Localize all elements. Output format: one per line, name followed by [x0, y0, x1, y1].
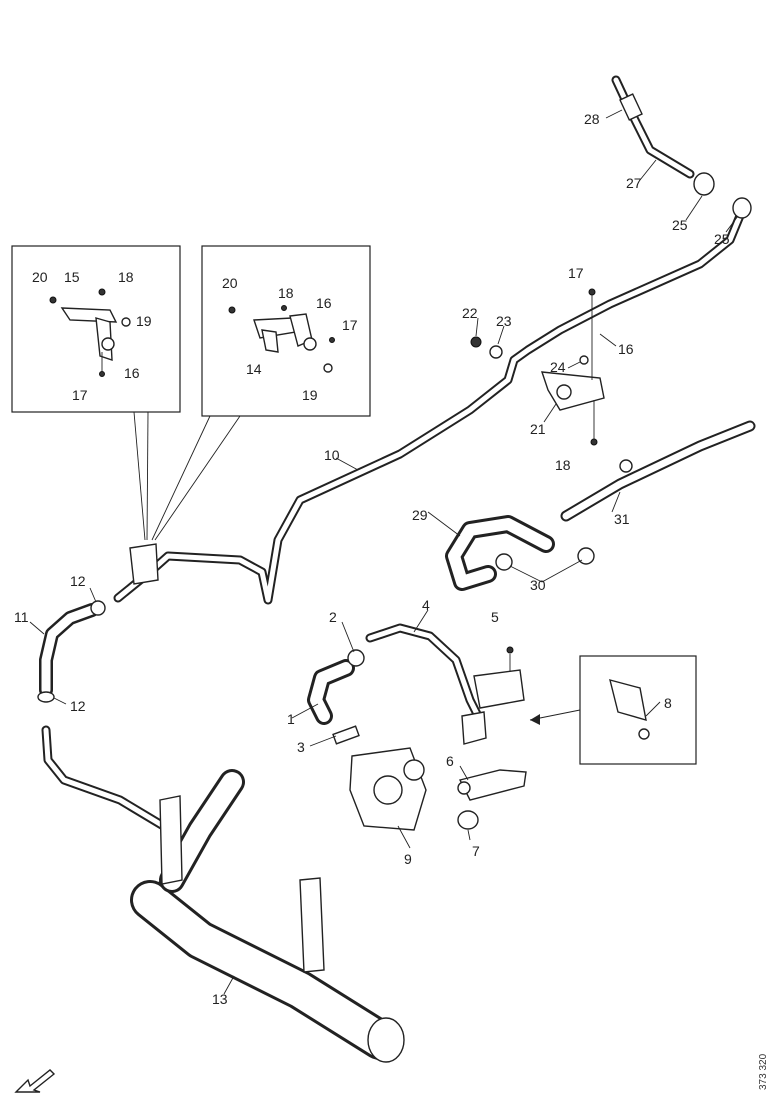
- callout-label: 3: [297, 739, 305, 755]
- nut-22: [470, 336, 482, 348]
- fitting-3: [332, 725, 360, 745]
- clamp-12-lower: [37, 691, 55, 703]
- pipe-10: [113, 201, 749, 605]
- callout-label: 2: [329, 609, 337, 625]
- callout-label: 4: [422, 597, 430, 613]
- callout-label: 30: [530, 577, 546, 593]
- hose-11: [39, 603, 99, 697]
- callout-label: 17: [72, 387, 88, 403]
- bolt-17-right: [588, 288, 596, 380]
- inset-right-bracket: [609, 679, 650, 740]
- bracket-5-assembly: [461, 646, 525, 745]
- callout-label: 19: [302, 387, 318, 403]
- callout-label: 22: [462, 305, 478, 321]
- pipe-13: [41, 725, 181, 895]
- inset-right-pointer: [529, 709, 581, 725]
- screw-24: [579, 355, 589, 365]
- callout-label: 12: [70, 573, 86, 589]
- hose-29: [445, 515, 555, 591]
- fitting-28: [619, 93, 643, 121]
- callout-label: 20: [222, 275, 238, 291]
- drawing-code: 373 320: [758, 1053, 769, 1090]
- bushing-7: [457, 810, 479, 830]
- grommet-25: [693, 172, 715, 196]
- callout-label: 18: [555, 457, 571, 473]
- callout-label: 17: [342, 317, 358, 333]
- callout-label: 31: [614, 511, 630, 527]
- callout-label: 25: [714, 231, 730, 247]
- callout-label: 12: [70, 698, 86, 714]
- callout-label: 17: [568, 265, 584, 281]
- callout-label: 19: [136, 313, 152, 329]
- clamp-30-left: [495, 553, 513, 571]
- callout-label: 6: [446, 753, 454, 769]
- callout-label: 16: [124, 365, 140, 381]
- callout-label: 7: [472, 843, 480, 859]
- pipe-4: [365, 623, 485, 725]
- bracket-21: [540, 371, 605, 411]
- callout-label: 10: [324, 447, 340, 463]
- callout-label: 29: [412, 507, 428, 523]
- callout-label: 1: [287, 711, 295, 727]
- callout-label: 11: [14, 609, 29, 625]
- exhaust-pipe-13: [130, 769, 405, 1063]
- inset-middle-bracket-assembly: [228, 305, 335, 373]
- thermostat-housing-9: [349, 747, 427, 831]
- pipe-31: [560, 420, 756, 522]
- clamp-2: [347, 649, 365, 667]
- bracket-6: [457, 769, 527, 801]
- clamp-12-upper: [90, 600, 106, 616]
- callout-label: 9: [404, 851, 412, 867]
- callout-label: 16: [618, 341, 634, 357]
- inset-box-left: [11, 245, 181, 413]
- clamp-30-right: [577, 547, 595, 565]
- callout-label: 23: [496, 313, 512, 329]
- callout-label: 18: [118, 269, 134, 285]
- callout-label: 24: [550, 359, 566, 375]
- clip-16: [619, 459, 633, 473]
- leader-lines: [29, 109, 739, 995]
- callout-label: 18: [278, 285, 294, 301]
- inset-left-bracket-assembly: [49, 288, 131, 377]
- nut-18-right: [590, 400, 598, 446]
- pipe-27: [611, 75, 695, 179]
- callout-label: 20: [32, 269, 48, 285]
- callout-label: 27: [626, 175, 642, 191]
- clamp-bracket-14: [129, 543, 159, 585]
- callout-label: 15: [64, 269, 80, 285]
- inset-pointer-lines: [133, 411, 241, 541]
- callout-label: 25: [672, 217, 688, 233]
- callout-label: 5: [491, 609, 499, 625]
- callout-label: 8: [664, 695, 672, 711]
- callout-label: 28: [584, 111, 600, 127]
- washer-23: [489, 345, 503, 359]
- callout-label: 14: [246, 361, 262, 377]
- direction-arrow-icon: [14, 1069, 56, 1093]
- hose-1: [307, 659, 355, 725]
- callout-label: 21: [530, 421, 546, 437]
- clip-25: [732, 197, 752, 219]
- callout-label: 16: [316, 295, 332, 311]
- callout-label: 13: [212, 991, 228, 1007]
